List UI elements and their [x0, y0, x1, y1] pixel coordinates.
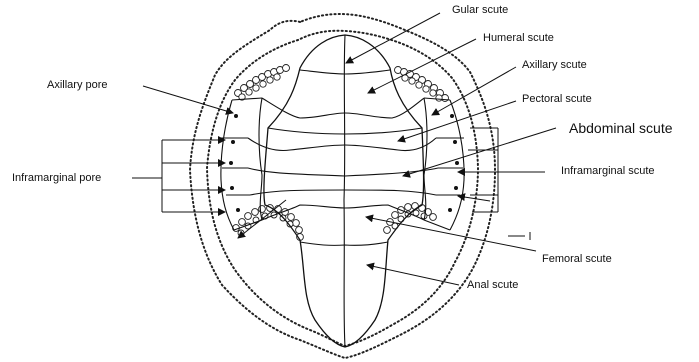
- label-abdominal-scute: Abdominal scute: [569, 120, 673, 136]
- outer-carapace-outline: [190, 14, 495, 358]
- axillary-pore-strip-left: [235, 65, 290, 101]
- inguinal-pore-strip-left: [233, 205, 304, 241]
- label-pectoral-scute: Pectoral scute: [522, 93, 592, 106]
- label-axillary-scute: Axillary scute: [522, 59, 587, 72]
- stray-dash-mark: [508, 232, 530, 240]
- label-humeral-scute: Humeral scute: [483, 32, 554, 45]
- inguinal-pore-strip-right: [384, 203, 437, 234]
- inner-carapace-outline: [207, 31, 478, 346]
- label-gular-scute: Gular scute: [452, 4, 508, 17]
- label-femoral-scute: Femoral scute: [542, 253, 612, 266]
- label-axillary-pore: Axillary pore: [47, 79, 108, 92]
- label-inframarginal-pore: Inframarginal pore: [12, 172, 101, 185]
- axillary-pore-strip-right: [395, 67, 449, 102]
- label-anal-scute: Anal scute: [467, 279, 518, 292]
- label-inframarginal-scute: Inframarginal scute: [561, 165, 655, 178]
